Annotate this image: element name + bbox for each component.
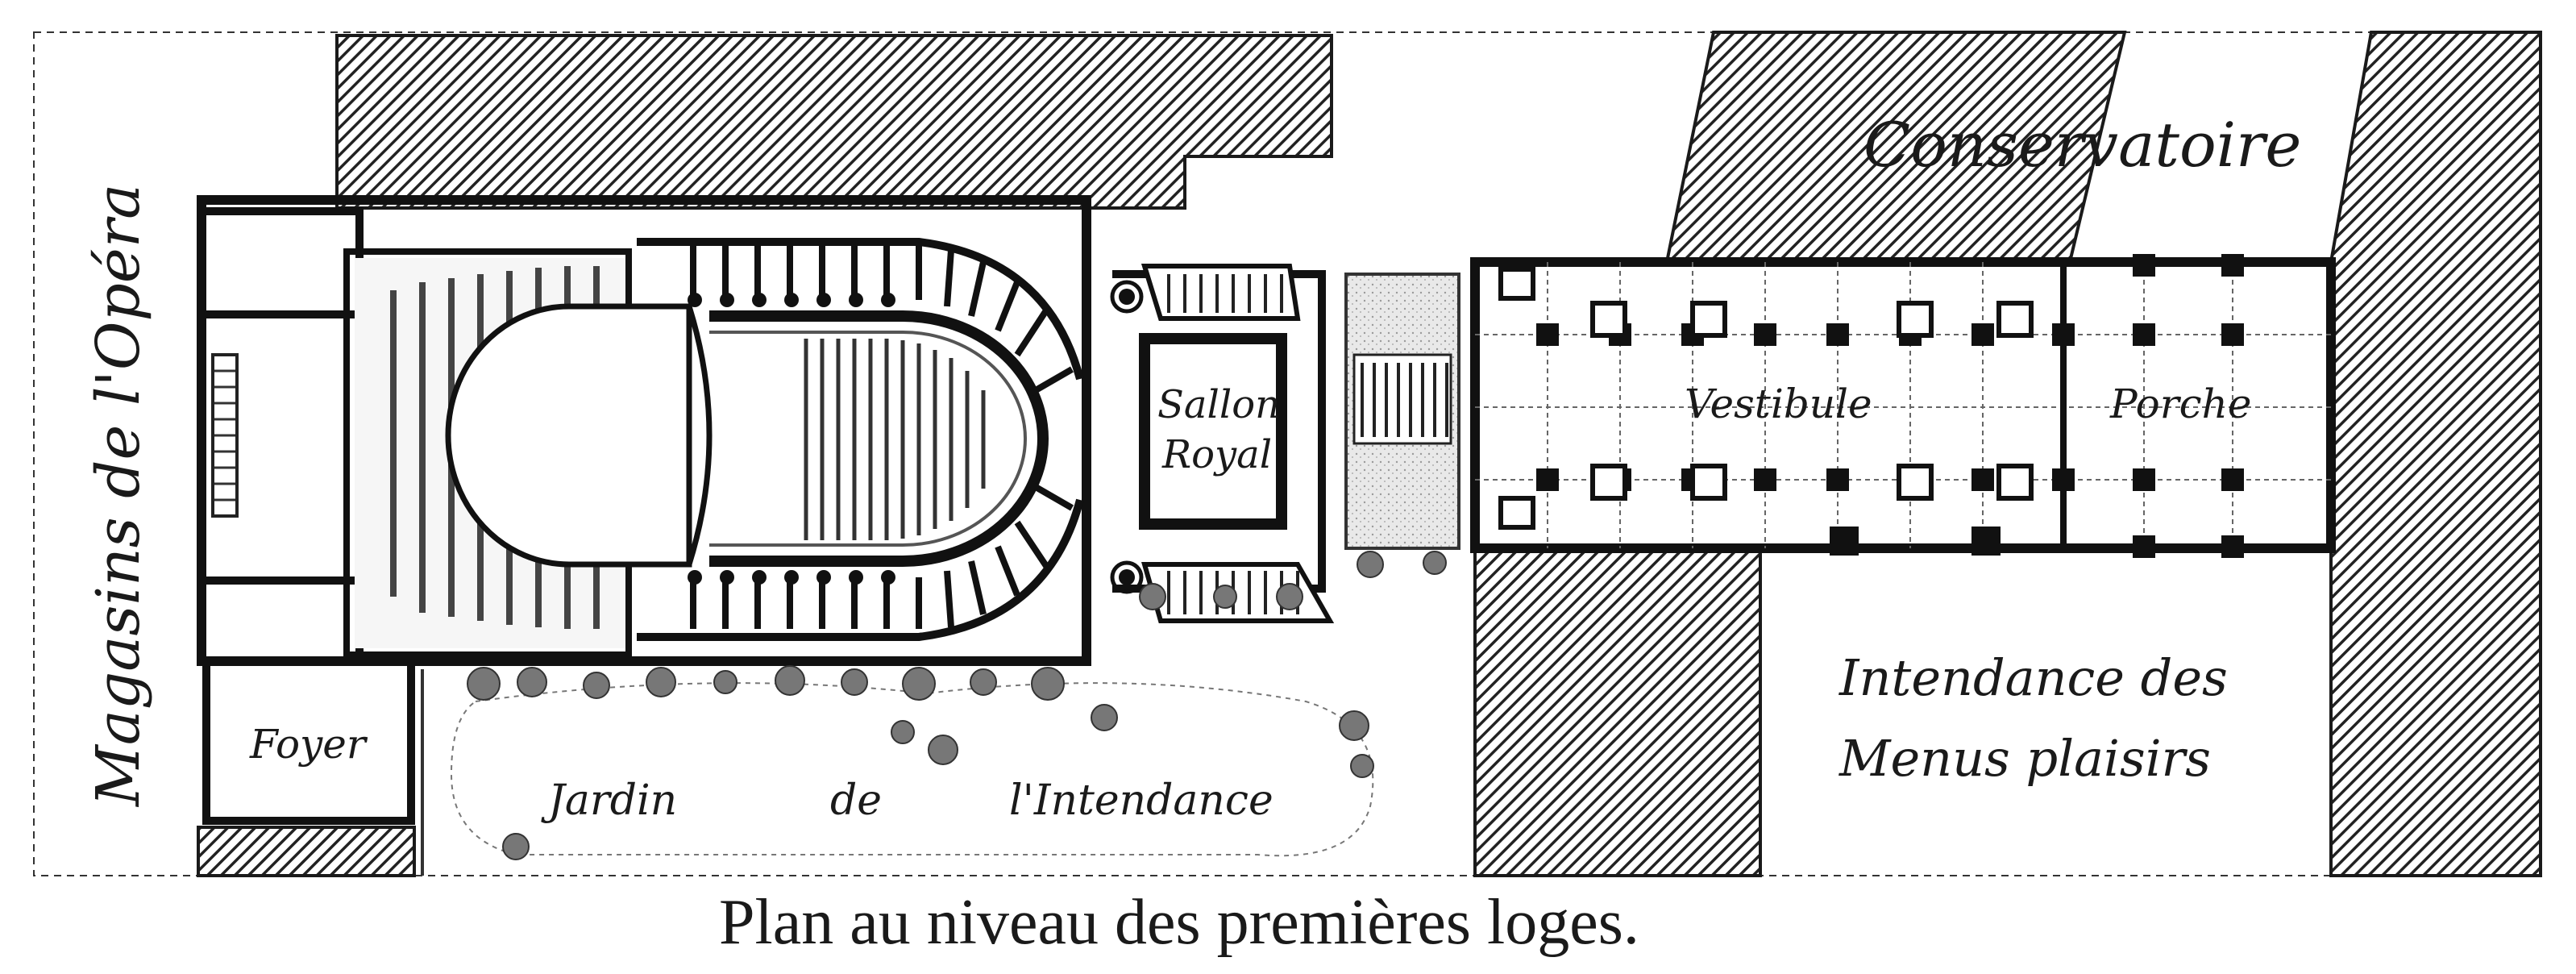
- garden: [421, 551, 1447, 876]
- label-l-intendance: l'Intendance: [1009, 776, 1273, 825]
- label-intendance-line1: Intendance des: [1839, 648, 2228, 707]
- sallon-royal-room: [1139, 333, 1287, 530]
- staircase-upper: [1141, 264, 1301, 321]
- left-wing-lower: [197, 576, 364, 665]
- auditorium-seating: [804, 339, 986, 540]
- label-porche: Porche: [2109, 381, 2251, 427]
- loge-partitions: [690, 246, 1074, 629]
- building-top-left: [335, 34, 1333, 210]
- building-bottom-left: [197, 826, 416, 877]
- vestibule-columns: [1536, 254, 2244, 558]
- garden-shrubs: [467, 551, 1447, 860]
- left-stair: [211, 353, 239, 518]
- stage-house-wall: [197, 195, 1091, 666]
- auditorium-columns: [688, 289, 1135, 585]
- plan-caption: Plan au niveau des premières loges.: [719, 887, 1639, 958]
- vestibule-porche: [1470, 254, 2336, 558]
- parterre-floor: [445, 303, 692, 568]
- label-foyer: Foyer: [249, 721, 368, 768]
- proscenium-curve: [686, 305, 713, 566]
- vestibule-pedestals: [1498, 267, 2034, 530]
- label-jardin: Jardin: [541, 776, 677, 825]
- auditorium-inner: [709, 331, 1027, 547]
- label-intendance-line2: Menus plaisirs: [1839, 729, 2211, 788]
- building-center-bottom: [1473, 547, 1762, 877]
- newel-post-upper: [1110, 280, 1144, 314]
- central-stair: [1344, 273, 1460, 550]
- newel-post-lower: [1110, 560, 1144, 594]
- foyer-room: [202, 657, 415, 825]
- label-de: de: [830, 776, 882, 825]
- label-royal: Royal: [1161, 432, 1272, 477]
- label-magasins: Magasins de l'Opéra: [84, 184, 153, 808]
- label-sallon: Sallon: [1157, 382, 1280, 427]
- loge-wall-lines: [637, 238, 1084, 641]
- auditorium-horseshoe: [709, 310, 1049, 567]
- left-wing-room: [197, 207, 364, 318]
- label-conservatoire: Conservatoire: [1863, 109, 2301, 181]
- building-right-edge: [2329, 31, 2542, 877]
- label-vestibule: Vestibule: [1685, 381, 1872, 427]
